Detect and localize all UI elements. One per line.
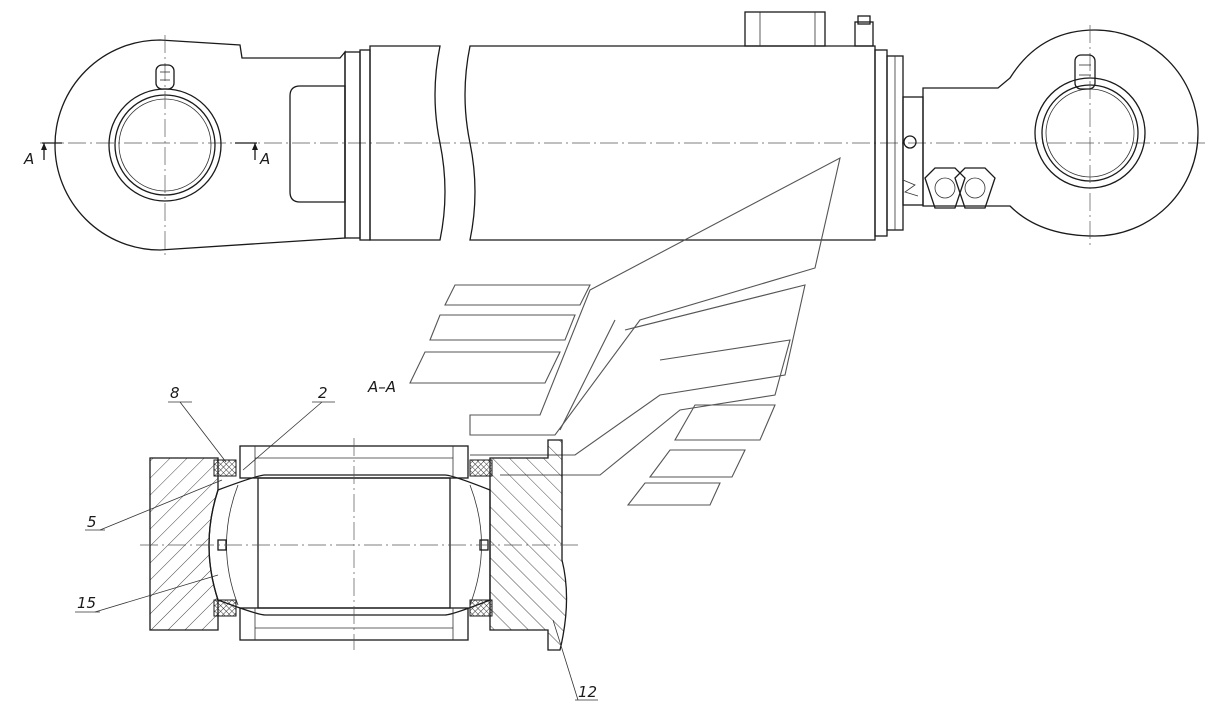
seal-bottom-left (213, 599, 237, 617)
eye-body-right (489, 439, 568, 651)
piston-rod (902, 96, 924, 206)
callout-2-label: 2 (318, 384, 328, 402)
cylinder-side-view: A A (23, 11, 1205, 255)
callout-15: 15 (75, 574, 219, 613)
section-marker-left: A (23, 142, 62, 168)
callout-5: 5 (85, 479, 223, 531)
cylinder-tube (369, 11, 876, 241)
callout-15-label: 15 (77, 594, 96, 612)
callout-2: 2 (242, 384, 335, 471)
section-mark-right-label: A (259, 150, 270, 168)
callout-12: 12 (552, 619, 598, 701)
left-eye-mount (54, 35, 371, 255)
watermark-logo (409, 156, 841, 506)
callout-8-label: 8 (170, 384, 180, 402)
section-title: A–A (367, 378, 396, 396)
callout-12-label: 12 (578, 683, 597, 701)
right-eye-mount (922, 25, 1199, 245)
section-mark-left-label: A (23, 150, 34, 168)
seal-top-left (213, 459, 237, 477)
callout-5-label: 5 (87, 513, 97, 531)
seal-bottom-right (469, 599, 493, 617)
eye-body-left (149, 457, 219, 631)
section-a-a: A–A (75, 378, 598, 701)
seal-top-right (469, 459, 493, 477)
callout-8: 8 (168, 384, 227, 463)
section-marker-right: A (235, 142, 270, 168)
spherical-bearing (208, 474, 491, 616)
